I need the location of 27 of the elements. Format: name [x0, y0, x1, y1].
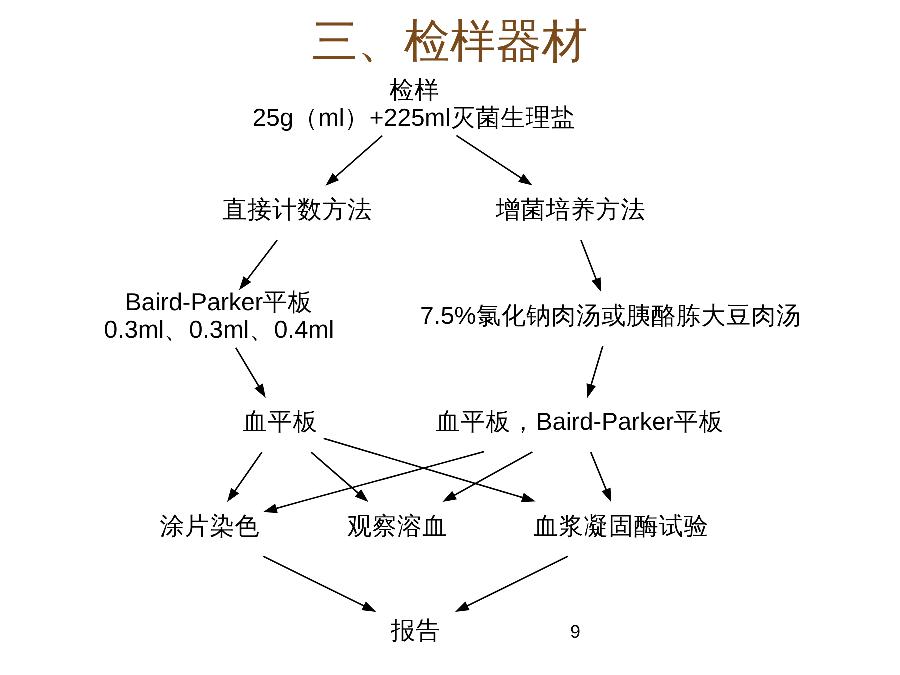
node-text: 7.5%氯化钠肉汤或胰酪胨大豆肉汤: [420, 303, 802, 330]
arrow: [235, 348, 266, 398]
arrow: [310, 452, 369, 502]
arrow: [263, 556, 376, 612]
node-text: 直接计数方法: [222, 197, 373, 224]
label: 9: [570, 620, 581, 642]
node-text: Baird-Parker平板 0.3ml、0.3ml、0.4ml: [104, 289, 334, 344]
node-text: 涂片染色: [160, 514, 260, 541]
node-text: 报告: [390, 618, 441, 645]
arrow: [263, 451, 484, 514]
node-text: 血平板: [243, 409, 318, 436]
node-text: 增菌培养方法: [496, 197, 646, 224]
arrow: [326, 135, 383, 186]
arrow: [456, 135, 533, 186]
node-text: 血平板，Baird-Parker平板: [436, 409, 724, 436]
arrow: [590, 452, 612, 503]
node-text: 血浆凝固酶试验: [534, 514, 710, 541]
diagram-title: 三、检样器材: [312, 16, 588, 68]
arrow: [580, 240, 602, 292]
arrow: [227, 452, 263, 502]
arrow: [455, 556, 568, 612]
arrow: [239, 240, 278, 290]
arrow: [442, 452, 533, 502]
node-text: 观察溶血: [347, 514, 448, 541]
arrow: [586, 346, 604, 398]
arrow: [324, 438, 536, 502]
node-text: 检样 25g（ml）+225ml灭菌生理盐: [252, 77, 576, 132]
